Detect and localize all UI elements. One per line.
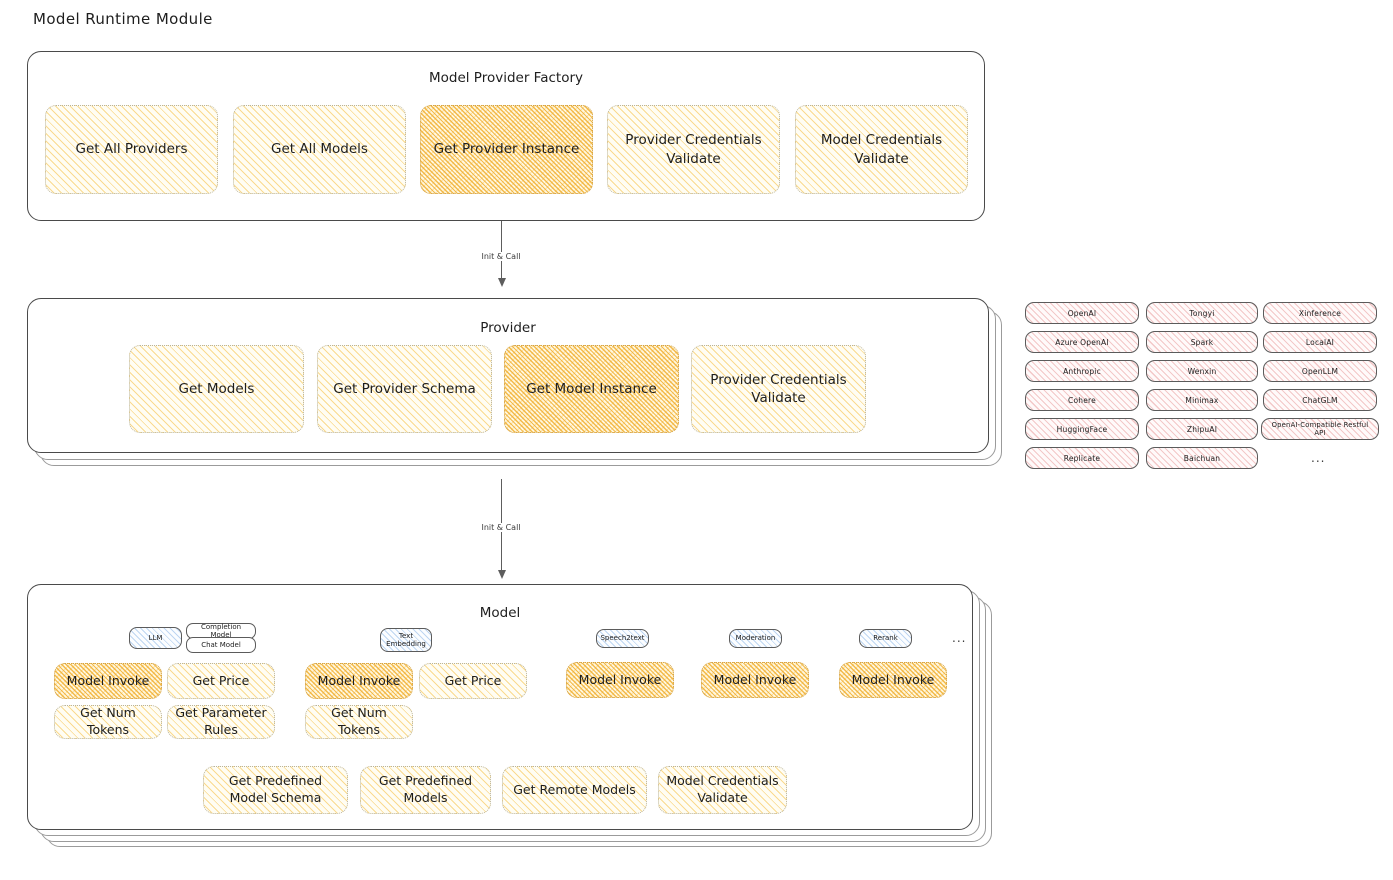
speech2text-function-model-invoke[interactable]: Model Invoke	[566, 662, 674, 698]
arrow-factory-to-provider-head	[497, 278, 506, 287]
provider-pill-zhipuai[interactable]: ZhipuAI	[1146, 418, 1258, 440]
page-title: Model Runtime Module	[33, 10, 213, 28]
provider-pill-wenxin[interactable]: Wenxin	[1146, 360, 1258, 382]
model-type-chip-llm[interactable]: LLM	[129, 627, 182, 649]
llm-function-model-invoke[interactable]: Model Invoke	[54, 663, 162, 699]
provider-pill-openai-compatible-restful-api[interactable]: OpenAI-Compatible Restful API	[1261, 418, 1379, 440]
arrow-factory-to-provider-label: Init & Call	[477, 252, 525, 261]
model-shared-function-model-credentials-validate[interactable]: Model Credentials Validate	[658, 766, 787, 814]
model-shared-function-get-predefined-models[interactable]: Get Predefined Models	[360, 766, 491, 814]
text-embedding-function-get-price[interactable]: Get Price	[419, 663, 527, 699]
model-title: Model	[479, 605, 521, 621]
provider-function-get-model-instance[interactable]: Get Model Instance	[504, 345, 679, 433]
text-embedding-function-get-num-tokens[interactable]: Get Num Tokens	[305, 705, 413, 739]
factory-title: Model Provider Factory	[428, 70, 583, 86]
provider-pill-xinference[interactable]: Xinference	[1263, 302, 1377, 324]
model-type-chip-rerank[interactable]: Rerank	[859, 629, 912, 648]
factory-function-get-all-providers[interactable]: Get All Providers	[45, 105, 218, 194]
provider-pill-azure-openai[interactable]: Azure OpenAI	[1025, 331, 1139, 353]
factory-function-model-credentials-validate[interactable]: Model Credentials Validate	[795, 105, 968, 194]
factory-function-get-all-models[interactable]: Get All Models	[233, 105, 406, 194]
llm-function-get-num-tokens[interactable]: Get Num Tokens	[54, 705, 162, 739]
provider-pill-openai[interactable]: OpenAI	[1025, 302, 1139, 324]
provider-title: Provider	[480, 320, 536, 336]
provider-pill-minimax[interactable]: Minimax	[1146, 389, 1258, 411]
model-shared-function-get-predefined-model-schema[interactable]: Get Predefined Model Schema	[203, 766, 348, 814]
provider-pill-huggingface[interactable]: HuggingFace	[1025, 418, 1139, 440]
factory-function-provider-credentials-validate[interactable]: Provider Credentials Validate	[607, 105, 780, 194]
model-shared-function-get-remote-models[interactable]: Get Remote Models	[502, 766, 647, 814]
provider-pill-openllm[interactable]: OpenLLM	[1263, 360, 1377, 382]
factory-function-get-provider-instance[interactable]: Get Provider Instance	[420, 105, 593, 194]
model-card: Model	[27, 584, 973, 830]
provider-pill-localai[interactable]: LocalAI	[1263, 331, 1377, 353]
model-type-chip-speech2text[interactable]: Speech2text	[596, 629, 649, 648]
provider-pill-baichuan[interactable]: Baichuan	[1146, 447, 1258, 469]
arrow-provider-to-model-label: Init & Call	[477, 523, 525, 532]
provider-pill-tongyi[interactable]: Tongyi	[1146, 302, 1258, 324]
rerank-function-model-invoke[interactable]: Model Invoke	[839, 662, 947, 698]
model-type-chip-moderation[interactable]: Moderation	[729, 629, 782, 648]
model-subchip-chat-model[interactable]: Chat Model	[186, 637, 256, 653]
provider-pill-replicate[interactable]: Replicate	[1025, 447, 1139, 469]
llm-function-get-parameter-rules[interactable]: Get Parameter Rules	[167, 705, 275, 739]
provider-pill-cohere[interactable]: Cohere	[1025, 389, 1139, 411]
provider-function-get-models[interactable]: Get Models	[129, 345, 304, 433]
provider-pill-anthropic[interactable]: Anthropic	[1025, 360, 1139, 382]
model-type-chip-text-embedding[interactable]: Text Embedding	[380, 628, 432, 652]
provider-function-provider-credentials-validate[interactable]: Provider Credentials Validate	[691, 345, 866, 433]
arrow-provider-to-model-head	[497, 570, 506, 579]
moderation-function-model-invoke[interactable]: Model Invoke	[701, 662, 809, 698]
model-types-more-ellipsis: ...	[952, 631, 967, 645]
text-embedding-function-model-invoke[interactable]: Model Invoke	[305, 663, 413, 699]
llm-function-get-price[interactable]: Get Price	[167, 663, 275, 699]
provider-pill-chatglm[interactable]: ChatGLM	[1263, 389, 1377, 411]
provider-list-more-ellipsis: ...	[1311, 451, 1326, 465]
provider-function-get-provider-schema[interactable]: Get Provider Schema	[317, 345, 492, 433]
provider-pill-spark[interactable]: Spark	[1146, 331, 1258, 353]
